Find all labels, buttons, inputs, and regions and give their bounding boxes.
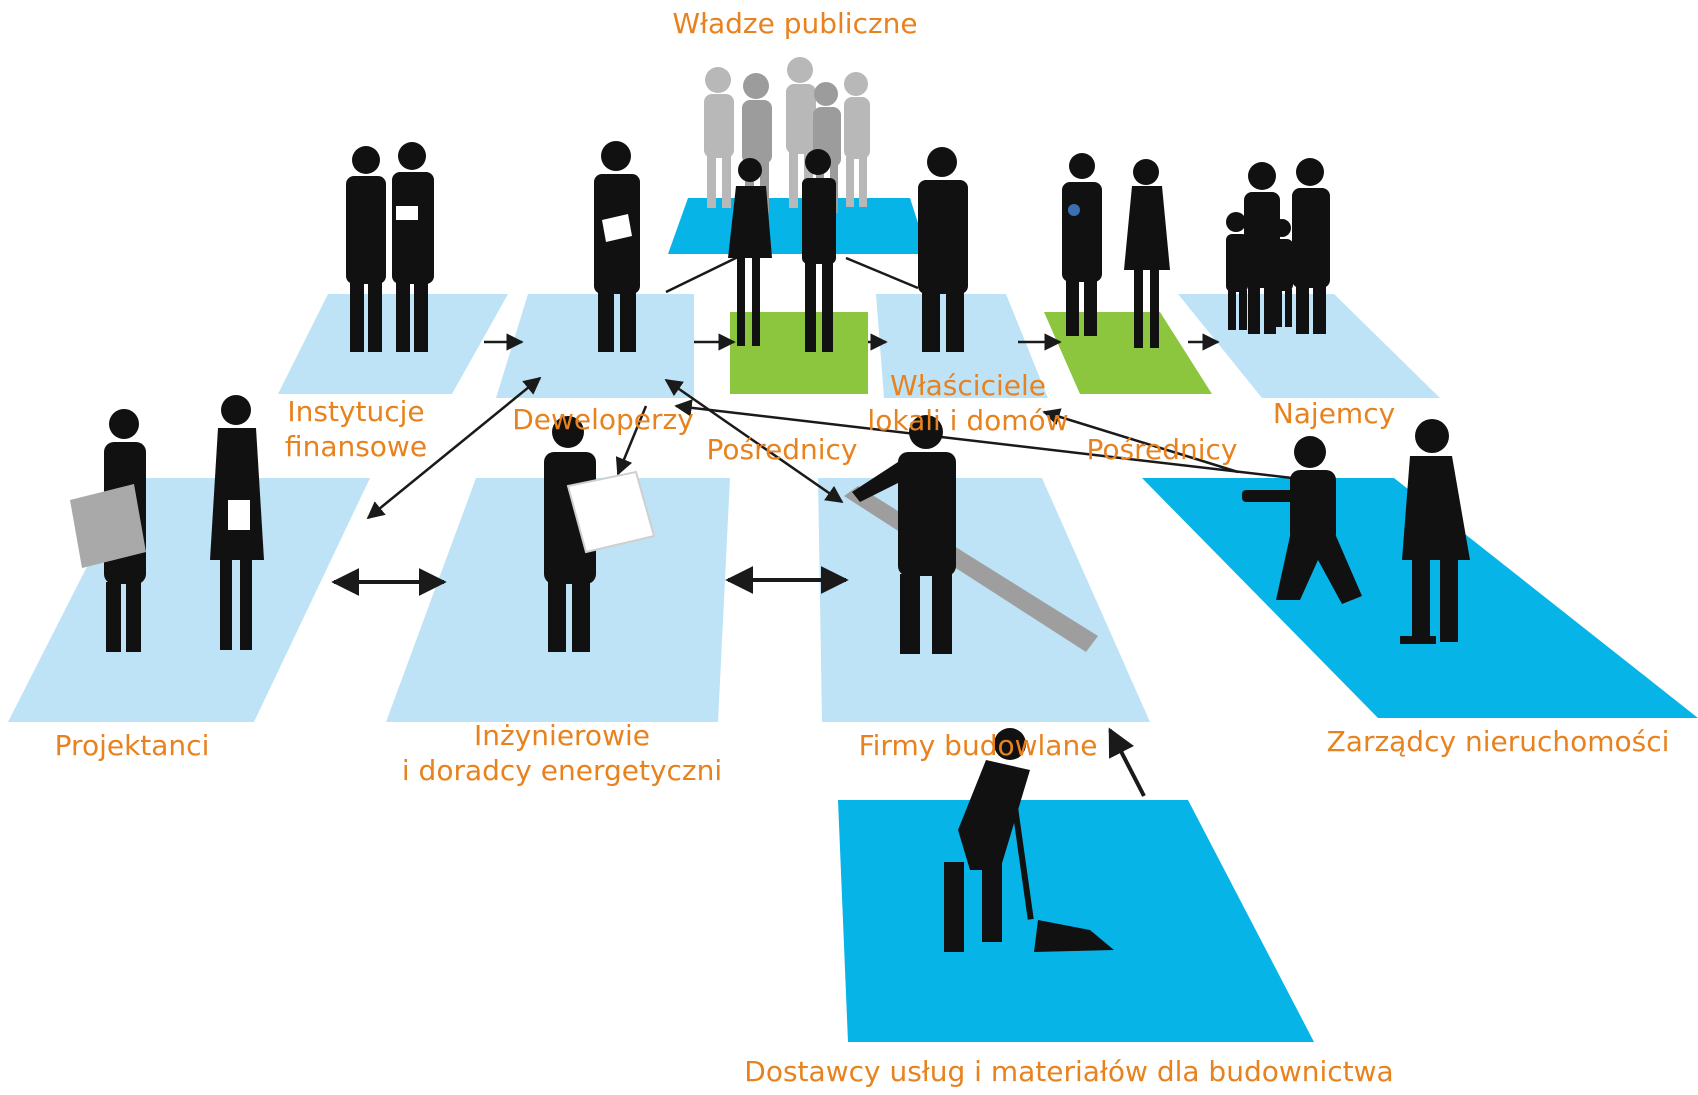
intermediaries-right-silhouette [1062,153,1170,348]
arrow-inzynierowie-deweloperzy [615,405,648,476]
property-managers-silhouette [1242,419,1470,644]
label-projektanci: Projektanci [54,729,210,762]
arrow-firmy-deweloperzy [664,378,844,504]
tile-posrednicy-left [730,312,868,394]
designers-silhouette [70,395,264,652]
label-instytucje-finansowe: Instytucje finansowe [285,394,427,464]
developer-silhouette [594,141,640,352]
engineers-silhouette [544,416,656,652]
label-wlasciciele-line2: lokali i domów [867,404,1069,437]
label-wlasciciele-line1: Właściciele [890,369,1046,402]
tenants-silhouette [1226,158,1330,334]
label-instytucje-line2: finansowe [284,430,428,463]
financial-institutions-silhouette [346,142,434,352]
tile-deweloperzy [496,294,694,398]
arrow-projektanci-deweloperzy [366,376,542,520]
tile-firmy [818,478,1150,722]
construction-firms-silhouette [844,415,1098,654]
tile-instytucje [278,294,508,394]
arrow-wladze-wlasciciele [845,256,919,290]
arrow-zarzadcy-deweloperzy [674,399,1293,480]
tile-dostawcy [838,800,1314,1042]
label-dostawcy: Dostawcy usług i materiałów dla budownic… [744,1055,1394,1088]
suppliers-silhouette [944,728,1114,952]
arrow-dostawcy-firmy [1108,727,1146,797]
label-inzynierowie-line2: i doradcy energetyczni [401,754,723,787]
label-deweloperzy: Deweloperzy [512,403,694,436]
label-posrednicy-left: Pośrednicy [706,433,858,466]
label-inzynierowie: Inżynierowie i doradcy energetyczni [402,718,722,788]
label-zarzadcy: Zarządcy nieruchomości [1326,725,1670,758]
label-firmy-budowlane: Firmy budowlane [858,729,1098,762]
owner-silhouette [918,147,968,352]
label-wladze-publiczne: Władze publiczne [672,7,918,40]
label-posrednicy-right: Pośrednicy [1086,433,1238,466]
tile-projektanci [8,478,370,722]
label-wlasciciele: Właściciele lokali i domów [867,368,1068,438]
label-inzynierowie-line1: Inżynierowie [474,719,650,752]
arrows [331,254,1293,797]
label-najemcy: Najemcy [1272,397,1396,430]
label-instytucje-line1: Instytucje [287,395,425,428]
arrow-deweloperzy-wladze [665,254,741,294]
public-authorities-silhouette [704,57,870,352]
arrow-zarzadcy-wlasciciele [1042,408,1239,474]
